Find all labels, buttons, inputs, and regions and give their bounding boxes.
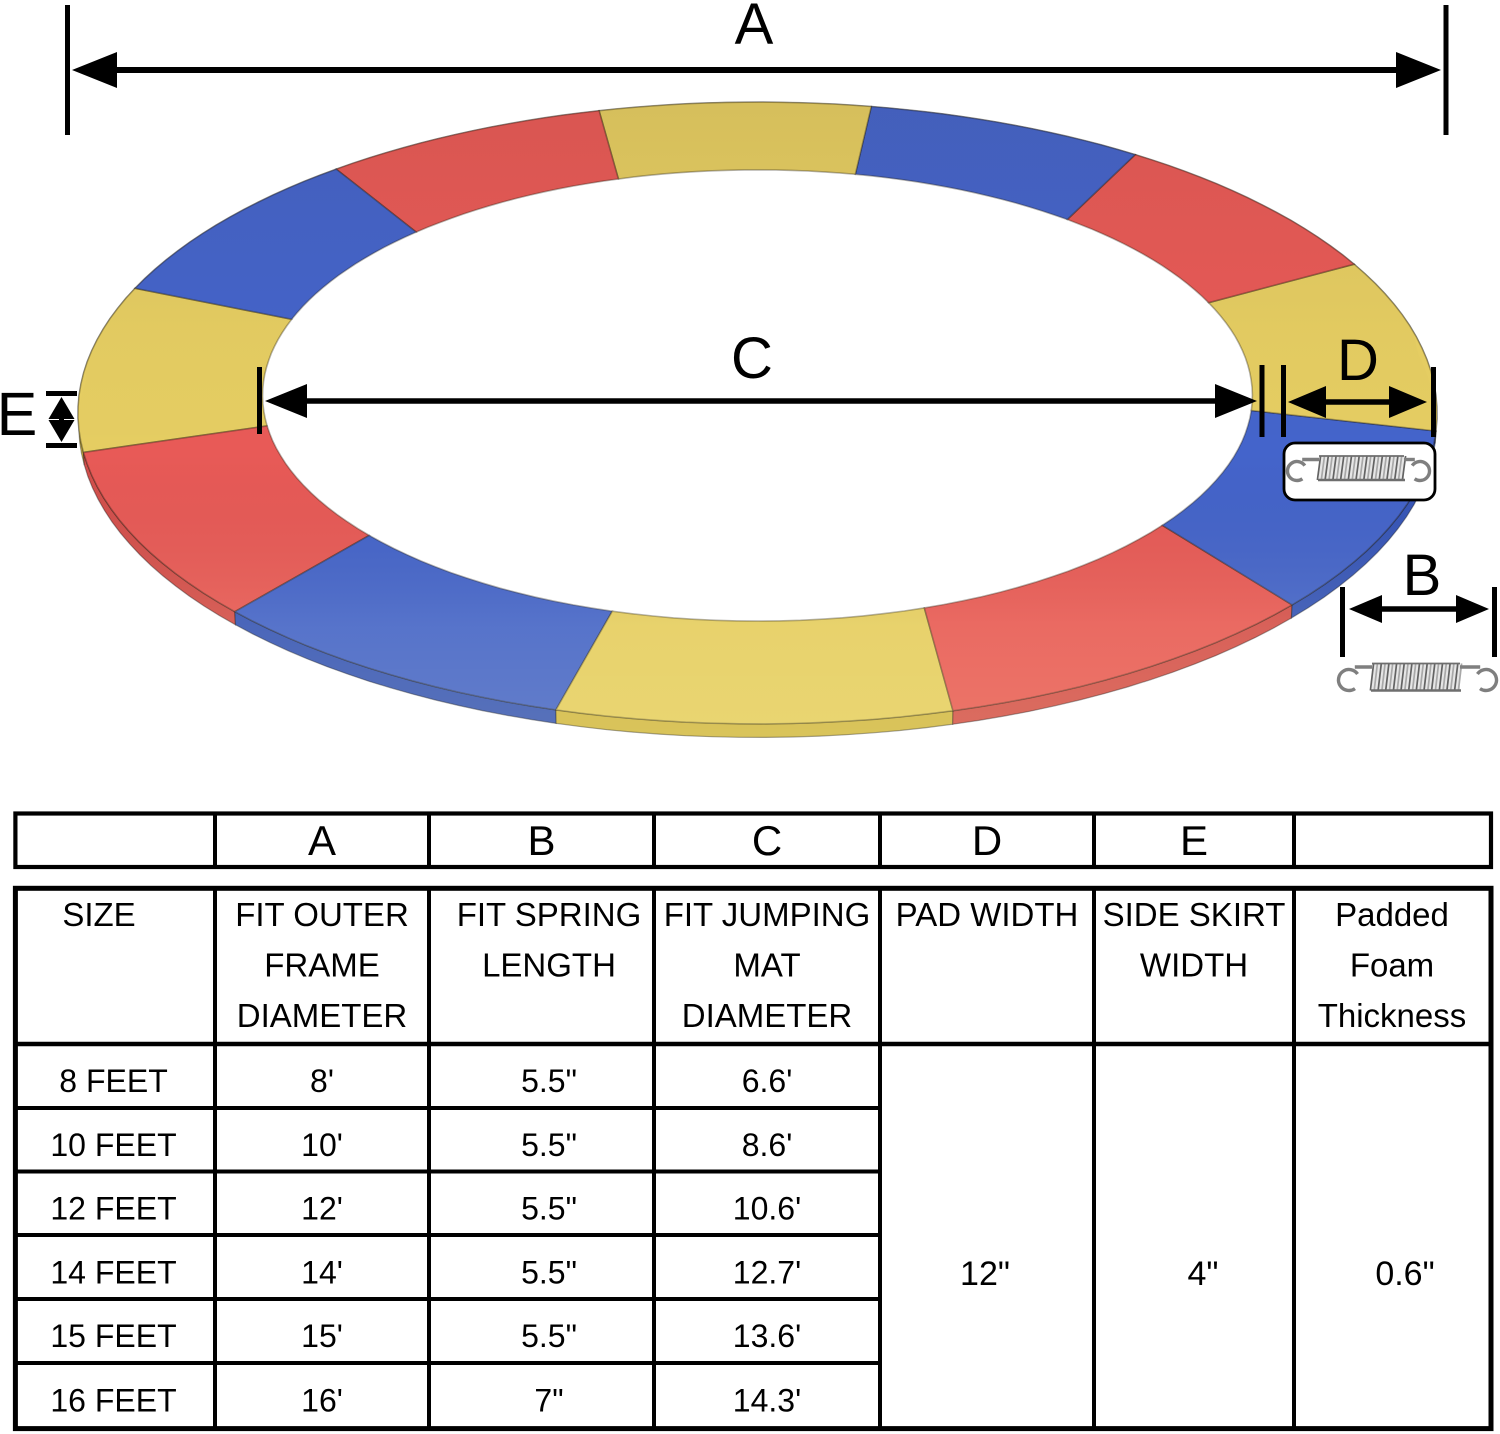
svg-text:16 FEET: 16 FEET bbox=[50, 1383, 176, 1419]
svg-text:10.6': 10.6' bbox=[733, 1191, 801, 1227]
svg-text:7": 7" bbox=[534, 1383, 563, 1419]
svg-text:Thickness: Thickness bbox=[1318, 997, 1467, 1034]
svg-text:SIDE SKIRT: SIDE SKIRT bbox=[1103, 896, 1286, 933]
svg-text:FIT SPRING: FIT SPRING bbox=[457, 896, 642, 933]
svg-text:D: D bbox=[1337, 328, 1379, 393]
svg-text:B: B bbox=[527, 817, 555, 864]
svg-text:12': 12' bbox=[301, 1191, 343, 1227]
svg-text:DIAMETER: DIAMETER bbox=[237, 997, 408, 1034]
svg-text:E: E bbox=[1180, 817, 1208, 864]
svg-text:5.5": 5.5" bbox=[521, 1127, 577, 1163]
svg-text:15': 15' bbox=[301, 1318, 343, 1354]
svg-text:Foam: Foam bbox=[1350, 947, 1434, 984]
svg-text:8': 8' bbox=[310, 1063, 334, 1099]
svg-text:10': 10' bbox=[301, 1127, 343, 1163]
svg-text:5.5": 5.5" bbox=[521, 1191, 577, 1227]
svg-text:10 FEET: 10 FEET bbox=[50, 1127, 176, 1163]
svg-text:B: B bbox=[1403, 543, 1442, 608]
svg-text:8 FEET: 8 FEET bbox=[59, 1063, 167, 1099]
svg-text:WIDTH: WIDTH bbox=[1140, 947, 1248, 984]
svg-text:13.6': 13.6' bbox=[733, 1318, 801, 1354]
svg-text:12.7': 12.7' bbox=[733, 1255, 801, 1291]
svg-text:0.6": 0.6" bbox=[1375, 1255, 1434, 1293]
svg-text:5.5": 5.5" bbox=[521, 1318, 577, 1354]
svg-text:15 FEET: 15 FEET bbox=[50, 1318, 176, 1354]
svg-text:A: A bbox=[308, 817, 336, 864]
svg-text:PAD WIDTH: PAD WIDTH bbox=[896, 896, 1079, 933]
svg-text:6.6': 6.6' bbox=[742, 1063, 793, 1099]
svg-text:FIT OUTER: FIT OUTER bbox=[235, 896, 409, 933]
svg-text:14 FEET: 14 FEET bbox=[50, 1255, 176, 1291]
svg-text:A: A bbox=[735, 0, 774, 57]
svg-text:D: D bbox=[972, 817, 1002, 864]
svg-text:12 FEET: 12 FEET bbox=[50, 1191, 176, 1227]
svg-text:4": 4" bbox=[1188, 1255, 1219, 1293]
svg-text:FRAME: FRAME bbox=[264, 947, 380, 984]
svg-text:C: C bbox=[731, 326, 773, 391]
svg-text:5.5": 5.5" bbox=[521, 1255, 577, 1291]
svg-text:14': 14' bbox=[301, 1255, 343, 1291]
svg-text:Padded: Padded bbox=[1335, 896, 1449, 933]
svg-text:8.6': 8.6' bbox=[742, 1127, 793, 1163]
svg-text:SIZE: SIZE bbox=[62, 896, 135, 933]
svg-text:C: C bbox=[752, 817, 782, 864]
svg-text:14.3': 14.3' bbox=[733, 1383, 801, 1419]
svg-text:LENGTH: LENGTH bbox=[482, 947, 616, 984]
svg-text:E: E bbox=[0, 380, 37, 448]
svg-text:5.5": 5.5" bbox=[521, 1063, 577, 1099]
svg-text:12": 12" bbox=[960, 1255, 1010, 1293]
svg-text:MAT: MAT bbox=[733, 947, 800, 984]
svg-text:DIAMETER: DIAMETER bbox=[682, 997, 853, 1034]
svg-text:FIT JUMPING: FIT JUMPING bbox=[664, 896, 871, 933]
svg-text:16': 16' bbox=[301, 1383, 343, 1419]
